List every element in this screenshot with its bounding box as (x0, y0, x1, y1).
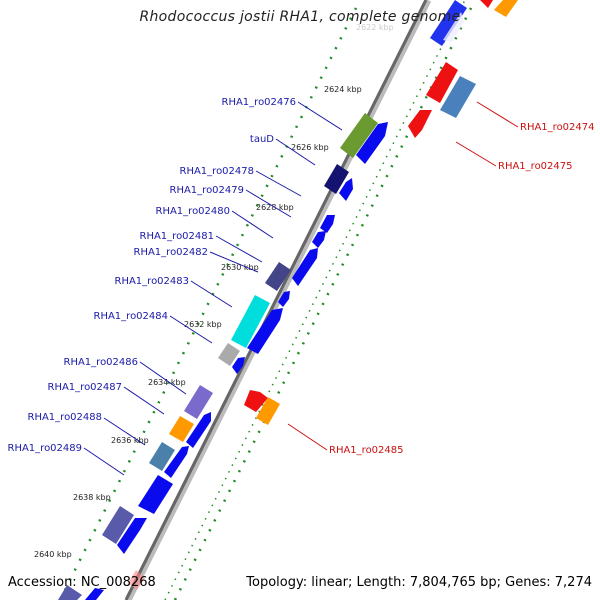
gene-arrow[interactable] (102, 506, 134, 544)
tick-label: 2632 kbp (184, 320, 222, 329)
gene-label[interactable]: RHA1_ro02478 (180, 166, 255, 177)
gene-label[interactable]: RHA1_ro02481 (140, 231, 215, 242)
gene-label[interactable]: RHA1_ro02483 (115, 276, 190, 287)
leader-line (169, 315, 213, 344)
gene-arrow[interactable] (292, 248, 318, 286)
gene-arrow[interactable] (440, 76, 476, 118)
tick-line-inner (173, 0, 477, 601)
gene-arrow[interactable] (256, 397, 280, 425)
backbone-shadow (124, 0, 432, 602)
gene-arrow[interactable] (169, 416, 194, 442)
gene-label[interactable]: RHA1_ro02482 (134, 247, 209, 258)
gene-arrow[interactable] (138, 475, 173, 514)
tick-label: 2626 kbp (291, 143, 329, 152)
gene-arrow[interactable] (320, 215, 335, 233)
tick-label: 2636 kbp (111, 436, 149, 445)
gene-label[interactable]: RHA1_ro02489 (8, 443, 83, 454)
reverse-genes (128, 0, 518, 590)
leader-line (476, 101, 519, 128)
genome-title: Rhodococcus jostii RHA1, complete genome (139, 9, 461, 25)
gene-arrow[interactable] (356, 122, 388, 164)
tick-labels: 2622 kbp 2624 kbp 2626 kbp 2628 kbp 2630… (34, 23, 394, 559)
reverse-labels: RHA1_ro02474 RHA1_ro02475 RHA1_ro02485 (329, 122, 595, 456)
gene-arrow[interactable] (312, 231, 326, 248)
genome-summary-text: Topology: linear; Length: 7,804,765 bp; … (246, 575, 592, 590)
gene-arrow[interactable] (231, 295, 270, 348)
tick-label: 2640 kbp (34, 550, 72, 559)
gene-label[interactable]: RHA1_ro02486 (64, 357, 139, 368)
gene-arrow[interactable] (117, 518, 147, 554)
gene-arrow[interactable] (232, 357, 245, 374)
gene-arrow[interactable] (426, 62, 458, 103)
gene-arrow[interactable] (494, 0, 518, 17)
accession-text: Accession: NC_008268 (8, 575, 156, 590)
tick-line-left (58, 0, 362, 601)
gene-arrow[interactable] (408, 110, 432, 138)
leader-line (83, 447, 125, 476)
gene-label[interactable]: tauD (250, 134, 274, 145)
leader-line (231, 210, 274, 239)
gene-label[interactable]: RHA1_ro02488 (28, 412, 103, 423)
tick-label: 2630 kbp (221, 263, 259, 272)
gene-arrow[interactable] (278, 291, 290, 307)
forward-genes (58, 0, 467, 600)
forward-labels: RHA1_ro02476 tauD RHA1_ro02478 RHA1_ro02… (8, 97, 297, 454)
leader-line (215, 235, 263, 263)
gene-arrow[interactable] (339, 178, 353, 201)
leader-line (103, 417, 146, 446)
leader-line (190, 280, 233, 308)
leader-line (139, 361, 187, 395)
gene-label[interactable]: RHA1_ro02479 (170, 185, 245, 196)
leader-line (255, 170, 302, 197)
tick-line-outer (164, 0, 466, 601)
tick-label: 2634 kbp (148, 378, 186, 387)
gene-arrow[interactable] (247, 308, 283, 354)
gene-label[interactable]: RHA1_ro02487 (48, 382, 123, 393)
gene-label[interactable]: RHA1_ro02476 (222, 97, 297, 108)
gene-arrow[interactable] (58, 585, 82, 600)
leader-line (275, 138, 316, 166)
gene-arrow[interactable] (430, 0, 467, 46)
gene-arrow[interactable] (149, 442, 175, 471)
leader-line (245, 189, 292, 218)
leader-line (287, 423, 328, 451)
gene-arrow[interactable] (218, 343, 240, 366)
gene-arrow[interactable] (244, 390, 268, 412)
backbone (124, 0, 432, 602)
tick-label: 2638 kbp (73, 493, 111, 502)
tick-lines (58, 0, 477, 601)
tick-label: 2622 kbp (356, 23, 394, 32)
backbone-line (124, 0, 428, 601)
gene-label[interactable]: RHA1_ro02485 (329, 445, 404, 456)
leader-line (455, 141, 497, 167)
forward-leaders (83, 101, 343, 476)
gene-arrow[interactable] (184, 385, 213, 419)
gene-arrow[interactable] (340, 113, 378, 158)
gene-arrow[interactable] (186, 412, 211, 448)
leader-line (209, 251, 259, 273)
gene-label[interactable]: RHA1_ro02474 (520, 122, 595, 133)
gene-arrow[interactable] (128, 570, 145, 590)
gene-arrow[interactable] (164, 446, 189, 478)
leader-line (297, 101, 343, 131)
gene-label[interactable]: RHA1_ro02484 (94, 311, 169, 322)
gene-label[interactable]: RHA1_ro02480 (156, 206, 231, 217)
gene-arrow-highlight (443, 12, 464, 42)
reverse-leaders (287, 101, 519, 451)
tick-label: 2624 kbp (324, 85, 362, 94)
gene-arrow[interactable] (265, 262, 291, 291)
gene-label[interactable]: RHA1_ro02475 (498, 161, 573, 172)
gene-arrow[interactable] (324, 164, 349, 194)
gene-arrow[interactable] (85, 588, 104, 600)
leader-line (123, 386, 165, 415)
gene-arrow[interactable] (480, 0, 493, 8)
